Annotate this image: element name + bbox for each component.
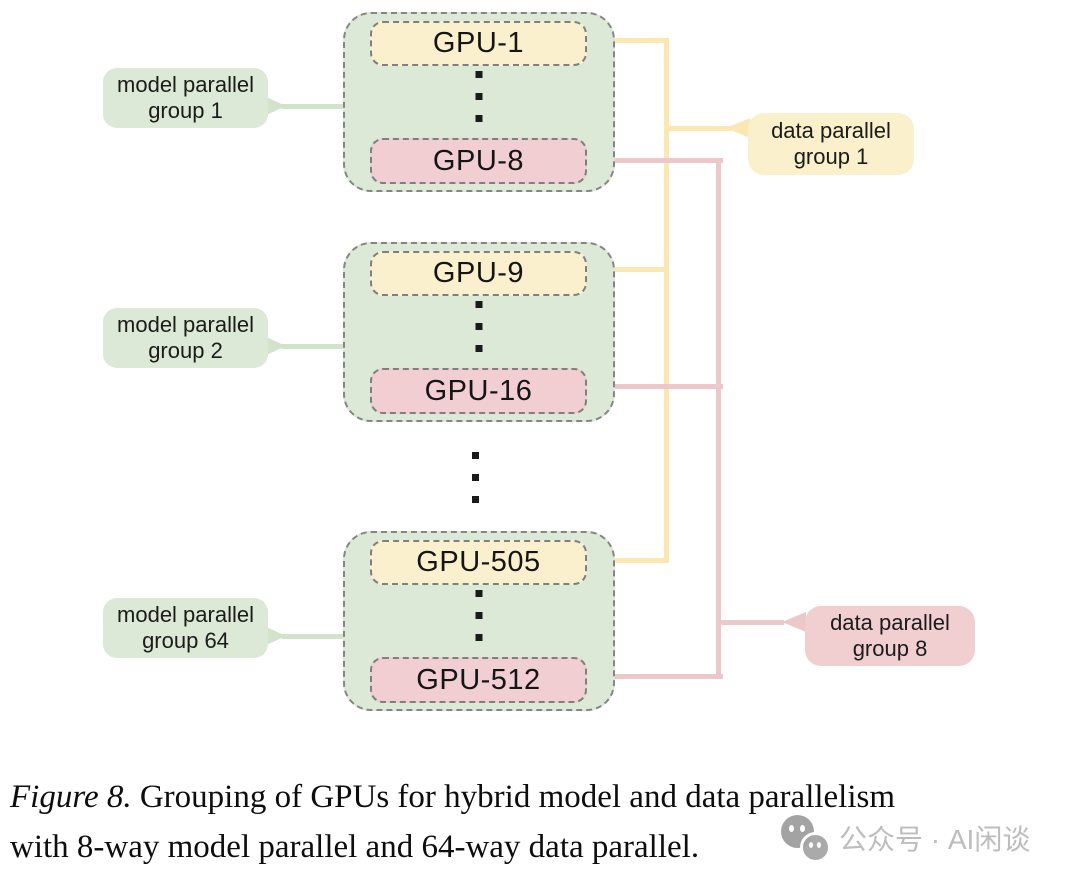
green-label-tail-2: [264, 336, 286, 356]
label-line: group 1: [148, 98, 223, 123]
watermark-text: 公众号 · AI闲谈: [839, 824, 1031, 855]
model-parallel-group-box-2: GPU-9 GPU-16: [343, 242, 615, 422]
model-parallel-label-1: model parallel group 1: [103, 68, 268, 128]
yellow-callout-tail: [726, 118, 750, 138]
pink-line-to-callout8: [718, 620, 784, 625]
data-parallel-label-8: data parallel group 8: [805, 606, 975, 666]
watermark: 公众号 · AI闲谈: [781, 813, 1030, 863]
model-parallel-group-box-1: GPU-1 GPU-8: [343, 12, 615, 192]
yellow-trunk-line: [664, 38, 669, 563]
figure-number: Figure 8.: [10, 779, 132, 815]
label-line: group 2: [148, 338, 223, 363]
pink-line-gpu512: [585, 674, 723, 679]
gpu-node-top: GPU-505: [370, 540, 587, 585]
caption-line-2: with 8-way model parallel and 64-way dat…: [10, 829, 700, 865]
gpu-node-top: GPU-1: [370, 21, 587, 66]
green-line-group64: [282, 634, 344, 639]
yellow-line-gpu9: [585, 267, 669, 272]
ellipsis-dots: [475, 590, 483, 641]
gpu-node-bottom: GPU-16: [370, 368, 587, 414]
model-parallel-label-64: model parallel group 64: [103, 598, 268, 658]
caption-text: Grouping of GPUs for hybrid model and da…: [131, 779, 896, 815]
green-line-group2: [282, 344, 344, 349]
ellipsis-dots: [475, 71, 483, 122]
pink-line-gpu8: [585, 158, 723, 163]
green-label-tail-1: [264, 96, 286, 116]
pink-callout-tail: [782, 612, 806, 632]
label-line: model parallel: [117, 312, 254, 337]
model-parallel-group-box-64: GPU-505 GPU-512: [343, 531, 615, 711]
yellow-line-gpu505: [585, 558, 669, 563]
label-line: data parallel: [771, 118, 891, 143]
yellow-line-gpu1: [585, 38, 669, 43]
label-line: group 64: [142, 628, 229, 653]
model-parallel-label-2: model parallel group 2: [103, 308, 268, 368]
figure-caption: Figure 8. Grouping of GPUs for hybrid mo…: [10, 772, 1076, 872]
green-label-tail-64: [264, 626, 286, 646]
wechat-chat-bubbles-icon: [781, 813, 833, 863]
label-line: group 8: [852, 636, 928, 661]
label-line: model parallel: [117, 72, 254, 97]
gpu-node-top: GPU-9: [370, 251, 587, 296]
label-line: data parallel: [830, 610, 950, 635]
label-line: model parallel: [117, 602, 254, 627]
pink-line-gpu16: [585, 384, 723, 389]
caption-line-1: Figure 8. Grouping of GPUs for hybrid mo…: [10, 772, 1076, 822]
ellipsis-dots: [475, 301, 483, 352]
green-line-group1: [282, 104, 344, 109]
label-line: group 1: [793, 144, 869, 169]
ellipsis-dots-between-groups: [472, 452, 479, 503]
data-parallel-label-1: data parallel group 1: [748, 113, 914, 175]
pink-trunk-line: [716, 158, 721, 679]
yellow-line-to-callout1: [666, 126, 732, 131]
gpu-node-bottom: GPU-512: [370, 657, 587, 703]
gpu-node-bottom: GPU-8: [370, 138, 587, 184]
